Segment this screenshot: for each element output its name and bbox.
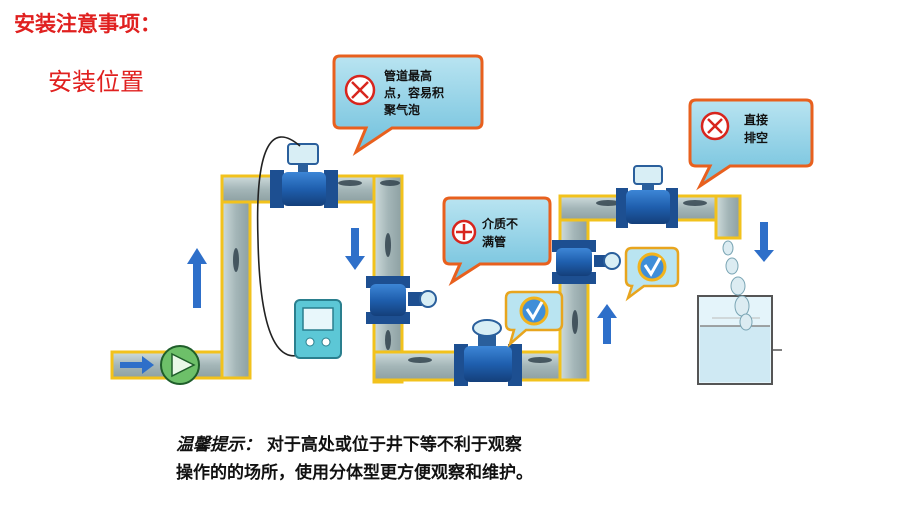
falling-water — [722, 240, 753, 331]
pump-icon — [160, 345, 200, 385]
sub-heading: 安装位置 — [48, 68, 144, 96]
callout-line: 直接 — [744, 112, 768, 127]
flow-down-arrow-icon — [754, 222, 774, 262]
callout-line: 聚气泡 — [383, 102, 420, 117]
flow-up-arrow-icon — [597, 304, 617, 344]
flowmeter-high-point — [270, 143, 338, 208]
callout-line: 满管 — [482, 234, 506, 249]
minus-circle-icon — [451, 219, 477, 245]
flow-down-arrow-icon — [345, 228, 365, 270]
tip-line-2: 操作的的场所，使用分体型更方便观察和维护。 — [176, 463, 533, 483]
tip-label: 温馨提示： — [176, 435, 261, 455]
remote-transmitter — [294, 299, 342, 359]
cross-circle-icon — [344, 74, 376, 106]
cross-circle-icon — [700, 111, 730, 141]
check-circle-icon — [519, 296, 549, 326]
flowmeter-outlet — [616, 165, 678, 228]
check-circle-icon — [637, 252, 667, 282]
callout-line: 排空 — [744, 130, 768, 145]
flowmeter-bottom — [454, 319, 522, 386]
callout-not-full-pipe: 介质不 满管 — [442, 196, 552, 286]
callout-high-point: 管道最高 点，容易积 聚气泡 — [332, 54, 484, 156]
signal-cable — [256, 136, 311, 357]
callout-line: 管道最高 — [384, 68, 432, 83]
flow-up-arrow-icon — [187, 248, 207, 308]
open-tank — [697, 295, 782, 385]
callout-line: 点，容易积 — [384, 85, 444, 100]
tip-text: 温馨提示： 对于高处或位于井下等不利于观察 操作的的场所，使用分体型更方便观察和… — [176, 431, 756, 487]
callout-line: 介质不 — [481, 216, 518, 231]
inlet-arrow-icon — [120, 356, 154, 374]
flowmeter-upward-leg — [552, 240, 621, 284]
tip-line-1: 对于高处或位于井下等不利于观察 — [266, 435, 522, 455]
section-heading: 安装注意事项： — [14, 12, 161, 36]
callout-direct-drain: 直接 排空 — [688, 98, 814, 191]
flowmeter-downward-leg — [366, 276, 437, 324]
check-bubble-bottom — [504, 290, 564, 348]
check-bubble-riser — [624, 246, 680, 302]
